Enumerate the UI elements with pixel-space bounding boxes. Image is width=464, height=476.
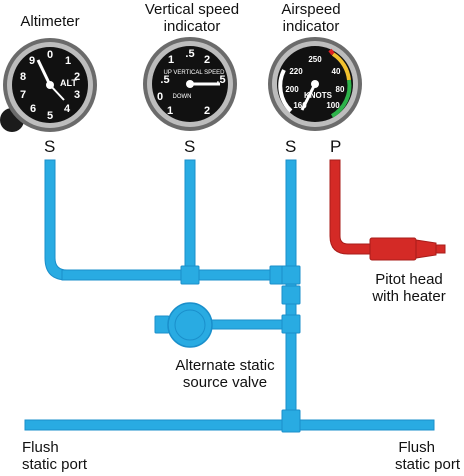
svg-text:200: 200 xyxy=(285,85,299,94)
svg-text:6: 6 xyxy=(30,103,36,115)
pitot-label-line2: with heater xyxy=(372,288,446,305)
pitot-head-label: Pitot head with heater xyxy=(356,271,462,305)
tee-joint xyxy=(281,409,301,433)
vsi-label-line1: Vertical speed xyxy=(144,1,240,18)
svg-text:4: 4 xyxy=(64,103,71,115)
svg-text:.5: .5 xyxy=(216,74,225,86)
valve-inner-ring xyxy=(174,309,206,341)
pitot-head-icon xyxy=(369,237,446,261)
pitot-label-line1: Pitot head xyxy=(375,271,443,288)
tee-joint xyxy=(180,265,200,285)
svg-text:9: 9 xyxy=(29,55,35,67)
vsi-static-letter: S xyxy=(184,137,196,156)
tee-joint xyxy=(281,314,301,334)
altimeter-label: Altimeter xyxy=(20,13,80,30)
alternate-static-valve-icon xyxy=(167,302,213,348)
left-static-port-label: Flush static port xyxy=(22,439,87,473)
tee-fittings xyxy=(154,265,301,433)
svg-text:2: 2 xyxy=(74,71,80,83)
svg-text:.5: .5 xyxy=(160,74,169,86)
svg-text:80: 80 xyxy=(336,85,345,94)
flush-port-manifold-line xyxy=(24,419,435,431)
svg-text:1: 1 xyxy=(65,55,71,67)
vsi-label: Vertical speed indicator xyxy=(137,1,247,35)
svg-text:5: 5 xyxy=(47,110,53,122)
vsi-face-up-text: UP VERTICAL SPEED xyxy=(164,70,226,76)
vsi-face-down-text: DOWN xyxy=(173,94,192,100)
airspeed-gauge: 250 220 200 40 80 100 160 KNOTS xyxy=(268,37,362,131)
svg-text:1: 1 xyxy=(167,105,173,117)
left-port-line1: Flush xyxy=(22,439,59,456)
svg-text:250: 250 xyxy=(308,55,322,64)
tee-joint xyxy=(281,285,301,305)
svg-text:220: 220 xyxy=(289,67,303,76)
tee-joint xyxy=(281,265,301,285)
valve-label-line2: source valve xyxy=(182,374,268,391)
svg-text:100: 100 xyxy=(326,101,340,110)
svg-text:7: 7 xyxy=(20,89,26,101)
svg-text:0: 0 xyxy=(157,91,163,103)
tee-joint xyxy=(154,315,170,334)
pitot-letter: P xyxy=(330,137,342,156)
altimeter-static-line xyxy=(44,159,68,281)
valve-label-line1: Alternate static xyxy=(175,357,275,374)
svg-text:1: 1 xyxy=(168,54,174,66)
alternate-static-valve-label: Alternate static source valve xyxy=(155,357,295,391)
svg-text:40: 40 xyxy=(332,67,341,76)
right-port-line1: Flush xyxy=(398,439,435,456)
asi-label-line2: indicator xyxy=(282,18,340,35)
pitot-line xyxy=(329,159,373,255)
vsi-static-line xyxy=(184,159,196,276)
right-port-line2: static port xyxy=(394,456,460,473)
asi-face-text: KNOTS xyxy=(304,91,333,100)
asi-label: Airspeed indicator xyxy=(268,1,354,35)
asi-label-line1: Airspeed xyxy=(281,1,341,18)
svg-text:3: 3 xyxy=(74,89,80,101)
right-static-port-label: Flush static port xyxy=(344,439,460,473)
svg-text:8: 8 xyxy=(20,71,26,83)
altimeter-gauge: 0 1 2 3 4 5 6 7 8 9 ALT xyxy=(0,38,97,132)
svg-text:.5: .5 xyxy=(185,48,194,60)
altimeter-static-letter: S xyxy=(44,137,56,156)
svg-text:0: 0 xyxy=(47,49,53,61)
altimeter-face-text: ALT xyxy=(60,78,77,88)
left-port-line2: static port xyxy=(22,456,88,473)
vertical-speed-gauge: 1 2 .5 .5 0 1 2 .5 UP VERTICAL SPEED DOW… xyxy=(143,37,237,131)
static-horizontal-line xyxy=(61,269,295,281)
svg-text:2: 2 xyxy=(204,105,210,117)
svg-text:2: 2 xyxy=(204,54,210,66)
svg-text:160: 160 xyxy=(293,101,307,110)
asi-static-letter: S xyxy=(285,137,297,156)
vsi-label-line2: indicator xyxy=(163,18,221,35)
